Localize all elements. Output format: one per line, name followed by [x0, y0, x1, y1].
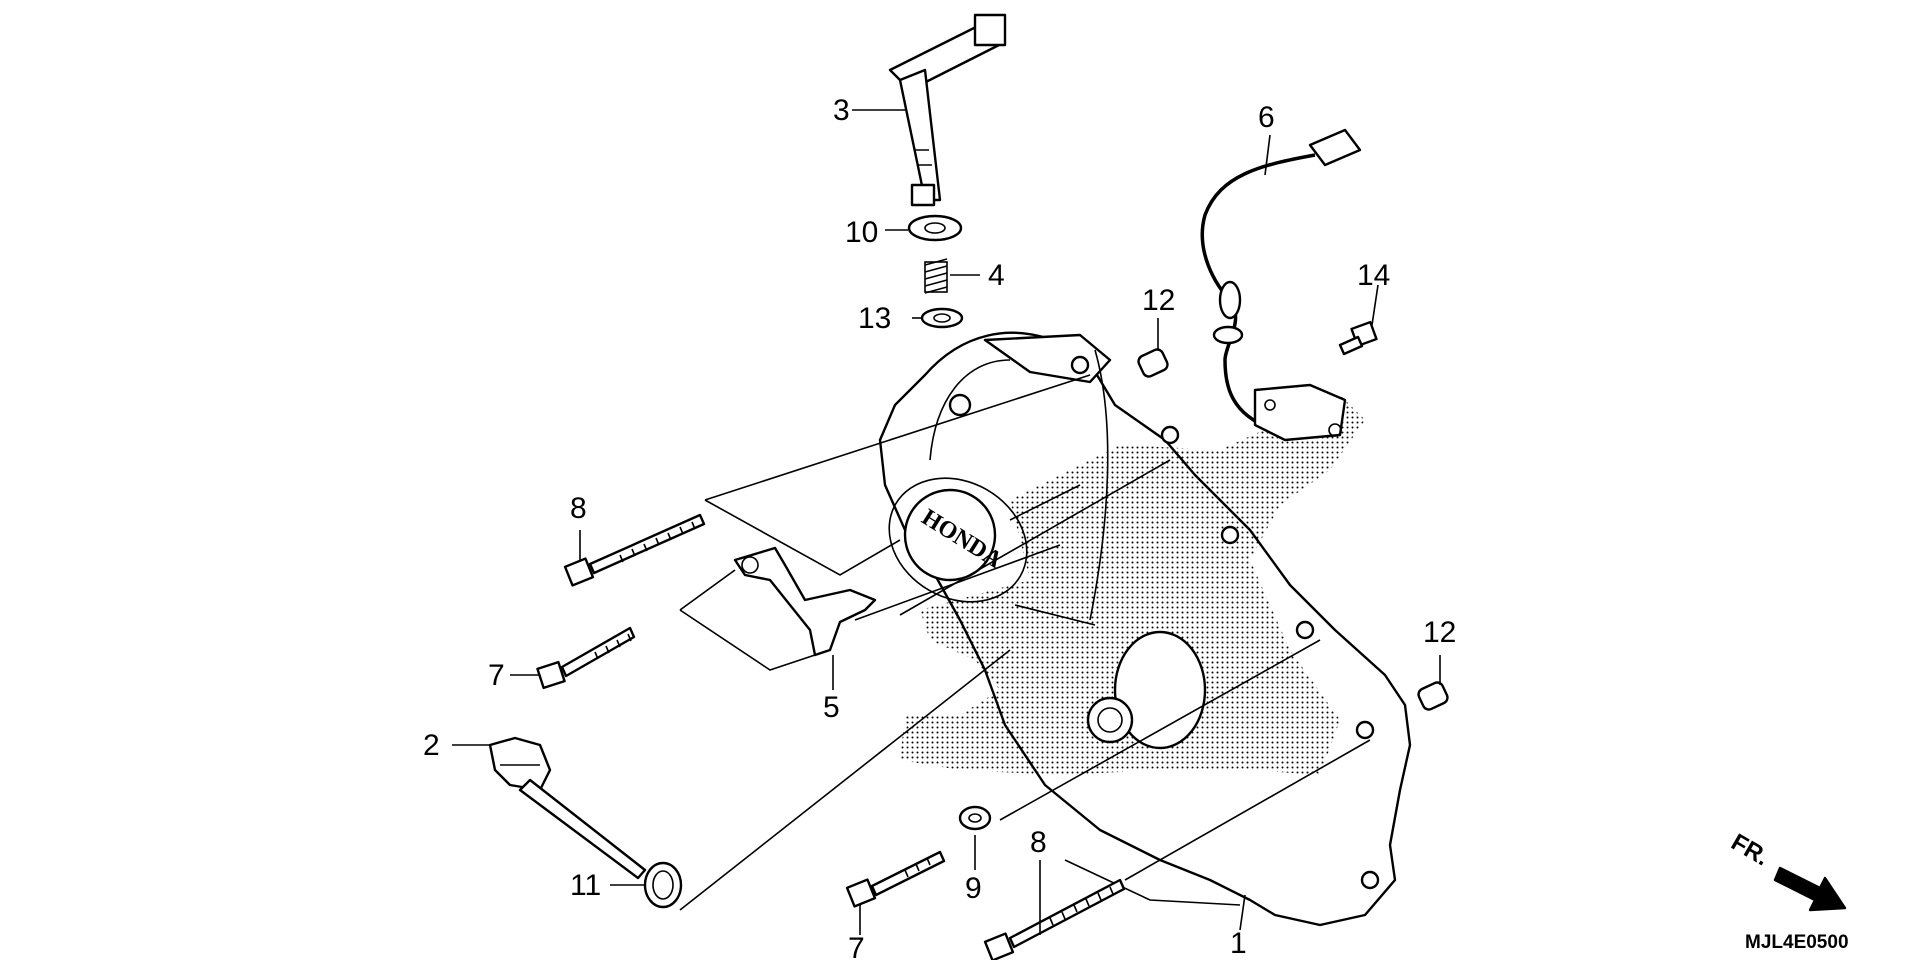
callout-7-bottom: 7 — [848, 932, 865, 960]
dowel-pin-12-right — [1417, 681, 1449, 711]
callout-2: 2 — [423, 729, 440, 762]
callout-9: 9 — [965, 872, 982, 905]
flange-bolt-8-bottom — [983, 878, 1126, 960]
callout-4: 4 — [988, 259, 1005, 292]
washer-9 — [958, 805, 992, 831]
direction-label: FR. — [1727, 829, 1774, 872]
flange-bolt-7-left — [536, 626, 636, 690]
shift-shaft — [888, 13, 1007, 207]
o-ring-11 — [643, 861, 683, 909]
callout-12-right: 12 — [1423, 616, 1456, 649]
callout-8-bottom: 8 — [1030, 826, 1047, 859]
callout-12-upper: 12 — [1142, 284, 1175, 317]
oil-seal-10 — [907, 214, 963, 242]
front-direction-arrow: FR. — [1727, 829, 1847, 912]
leader-lines — [452, 109, 1441, 935]
callout-7-left: 7 — [488, 659, 505, 692]
bolt-14 — [1338, 320, 1378, 356]
callout-13: 13 — [858, 302, 891, 335]
flange-bolt-8-upper — [563, 513, 706, 587]
callout-10: 10 — [845, 216, 878, 249]
dowel-pin-12-upper — [1137, 348, 1169, 378]
callout-1: 1 — [1230, 927, 1247, 960]
oil-filler-cap — [488, 736, 647, 880]
callout-5: 5 — [823, 691, 840, 724]
diagram-code: MJL4E0500 — [1745, 932, 1849, 953]
callout-14: 14 — [1357, 259, 1390, 292]
callout-11: 11 — [570, 869, 601, 902]
washer-13 — [920, 307, 964, 329]
spring-4 — [924, 258, 948, 294]
flange-bolt-7-bottom — [845, 850, 946, 908]
callout-6: 6 — [1258, 101, 1275, 134]
callouts: 1 2 3 4 5 6 7 7 8 8 9 10 11 12 12 13 14 — [423, 94, 1456, 960]
callout-8-upper: 8 — [570, 492, 587, 525]
bracket-5 — [733, 546, 877, 657]
callout-3: 3 — [833, 94, 850, 127]
sensor-wire-harness — [1200, 128, 1362, 442]
